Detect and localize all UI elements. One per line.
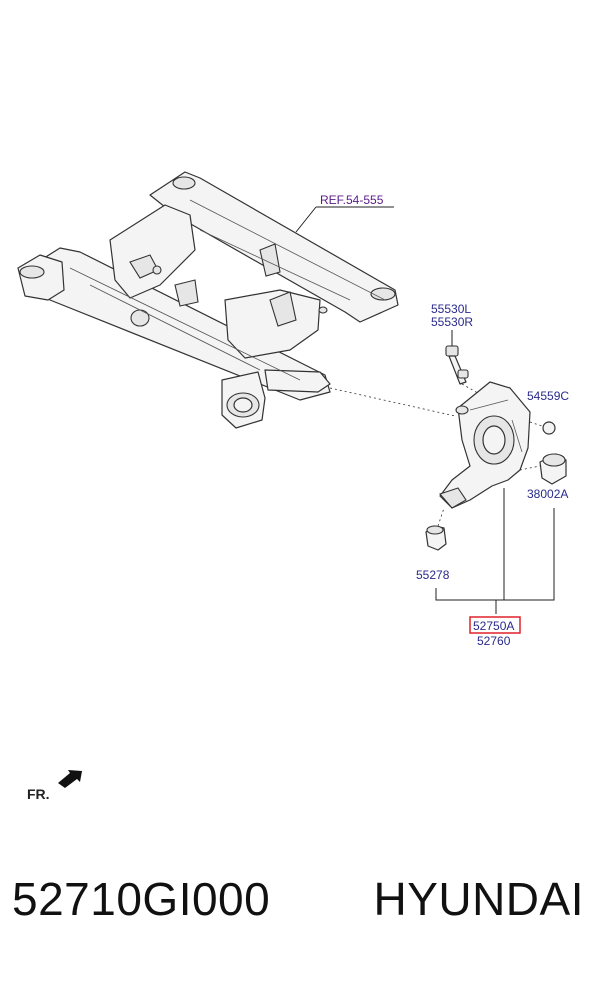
label-55278[interactable]: 55278: [416, 568, 450, 582]
label-55530l[interactable]: 55530L: [431, 302, 471, 316]
part-number: 52710GI000: [12, 873, 271, 925]
rear-subframe: [17, 171, 399, 429]
ref-leader-line: [295, 206, 394, 233]
label-52760[interactable]: 52760: [477, 634, 511, 648]
label-38002a[interactable]: 38002A: [527, 487, 568, 501]
stabilizer-link: [445, 345, 491, 401]
label-55530r[interactable]: 55530R: [431, 315, 473, 329]
ref-label[interactable]: REF.54-555: [320, 193, 384, 207]
footer: 52710GI000 HYUNDAI: [0, 872, 600, 952]
highlight-box-52750a: [469, 616, 521, 634]
direction-label: FR.: [27, 786, 50, 802]
subframe-to-knuckle-line: [329, 387, 456, 417]
label-54559c[interactable]: 54559C: [527, 389, 569, 403]
label-52750a[interactable]: 52750A: [473, 619, 514, 633]
brand-name: HYUNDAI: [373, 873, 584, 925]
bushing-55278: [425, 507, 447, 551]
bushing-38002a: [519, 453, 567, 485]
bushing-54559c: [529, 421, 556, 435]
assembly-bracket: [435, 488, 555, 614]
front-arrow-icon: [58, 770, 82, 788]
rear-knuckle: [439, 381, 531, 509]
